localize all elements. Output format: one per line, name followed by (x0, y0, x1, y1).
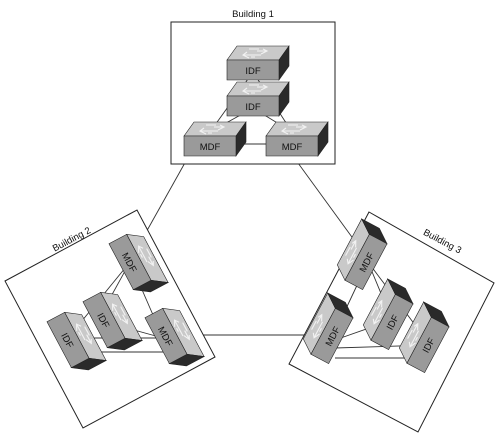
switch-idf: IDF (82, 285, 143, 358)
switch-label: MDF (200, 142, 221, 153)
switch-idf: IDF (358, 278, 419, 351)
building-1-title: Building 1 (232, 9, 274, 20)
building-2: Building 2 MDF IDF IDF MDF (4, 209, 216, 429)
switch-label: IDF (245, 102, 261, 113)
building-3: Building 3 MDF MDF IDF IDF (288, 211, 495, 433)
switch-idf: IDF (226, 45, 290, 81)
switch-label: MDF (282, 142, 303, 153)
switch-mdf: MDF (183, 121, 247, 157)
switch-idf: IDF (394, 301, 455, 374)
switch-mdf: MDF (298, 292, 359, 365)
switch-mdf: MDF (108, 227, 169, 300)
building-1: Building 1 IDF IDF MDF MDF (170, 9, 336, 165)
switch-idf: IDF (46, 305, 107, 378)
switch-mdf: MDF (144, 301, 205, 374)
switch-mdf: MDF (332, 218, 393, 291)
switch-mdf: MDF (265, 121, 329, 157)
switch-label: IDF (245, 66, 261, 77)
switch-idf: IDF (226, 81, 290, 117)
